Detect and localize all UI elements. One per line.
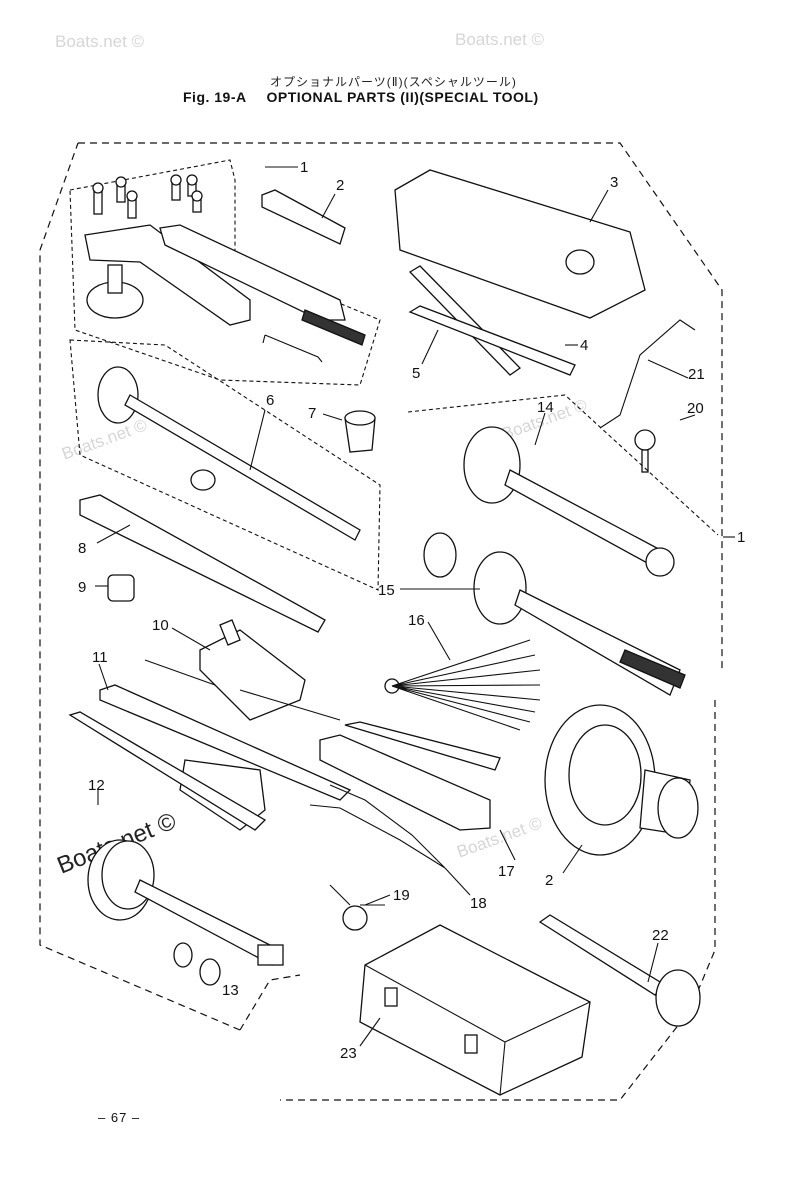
part-11-arm [68, 711, 267, 831]
callout-4: 4 [580, 337, 588, 354]
page-number: – 67 – [98, 1110, 141, 1125]
callout-21: 21 [688, 366, 705, 383]
callout-3: 3 [610, 174, 618, 191]
part-23-case [359, 924, 591, 1096]
callout-1-right: 1 [737, 529, 745, 546]
part-13-nut-b [199, 958, 221, 986]
part-2-bushing [544, 704, 699, 856]
part-3-plate [394, 169, 646, 319]
part-6-flange [97, 366, 139, 424]
callout-19: 19 [393, 887, 410, 904]
figure-title: Fig. 19-A OPTIONAL PARTS (II)(SPECIAL TO… [183, 89, 539, 105]
part-13-nut-a [173, 942, 193, 968]
callout-1-top: 1 [300, 159, 308, 176]
callout-2-bottom: 2 [545, 872, 553, 889]
part-15-shaft [514, 589, 681, 696]
callout-15: 15 [378, 582, 395, 599]
hex-key [262, 334, 323, 363]
figure-number: Fig. 19-A [183, 89, 247, 105]
part-15-disc-b [473, 551, 527, 625]
callout-leaders [95, 166, 735, 1047]
callout-11: 11 [92, 649, 108, 666]
flange-post [107, 264, 123, 294]
callout-23: 23 [340, 1045, 357, 1062]
japanese-title: オプショナルパーツ(Ⅱ)(スペシャルツール) [270, 75, 517, 89]
callout-5: 5 [412, 365, 420, 382]
callout-20: 20 [687, 400, 704, 417]
bolt-set [92, 174, 203, 219]
part-11-bar [99, 684, 352, 801]
watermark: Boats.net © [55, 32, 145, 51]
plate-long [159, 224, 346, 321]
part-20-eye-bolt [634, 429, 656, 451]
part-5-rod [408, 265, 522, 376]
callout-17: 17 [498, 863, 515, 880]
figure-caption: OPTIONAL PARTS (II)(SPECIAL TOOL) [266, 89, 539, 105]
part-6-shaft [124, 394, 361, 541]
part-10-puller [144, 619, 341, 721]
part-21-wire [599, 319, 696, 429]
callout-14: 14 [537, 399, 554, 416]
callout-16: 16 [408, 612, 425, 629]
part-15-disc-a [423, 532, 457, 578]
part-8-handle [79, 494, 326, 633]
callout-9: 9 [78, 579, 86, 596]
callout-22: 22 [652, 927, 669, 944]
part-22-wheel [655, 969, 701, 1027]
callout-2-top: 2 [336, 177, 344, 194]
callout-10: 10 [152, 617, 169, 634]
callout-12: 12 [88, 777, 105, 794]
callout-8: 8 [78, 540, 86, 557]
part-1-kit [69, 159, 381, 386]
part-14-shaft [504, 469, 671, 571]
callout-6: 6 [266, 392, 274, 409]
part-14-flange [463, 426, 521, 504]
part-2-pin [261, 189, 346, 245]
part-9-collar [107, 574, 135, 602]
part-4-rod [408, 305, 576, 376]
part-19-ring [342, 905, 368, 931]
part-18-pliers [309, 784, 446, 869]
part-17-bar [344, 721, 501, 771]
part-22-shaft [538, 914, 667, 996]
threaded-rod [301, 309, 366, 346]
watermark: Boats.net © [455, 30, 545, 49]
callout-7: 7 [308, 405, 316, 422]
callout-18: 18 [470, 895, 487, 912]
part-16-feeler-gauge [384, 639, 541, 731]
part-17-clamp [319, 734, 491, 831]
callout-13: 13 [222, 982, 239, 999]
